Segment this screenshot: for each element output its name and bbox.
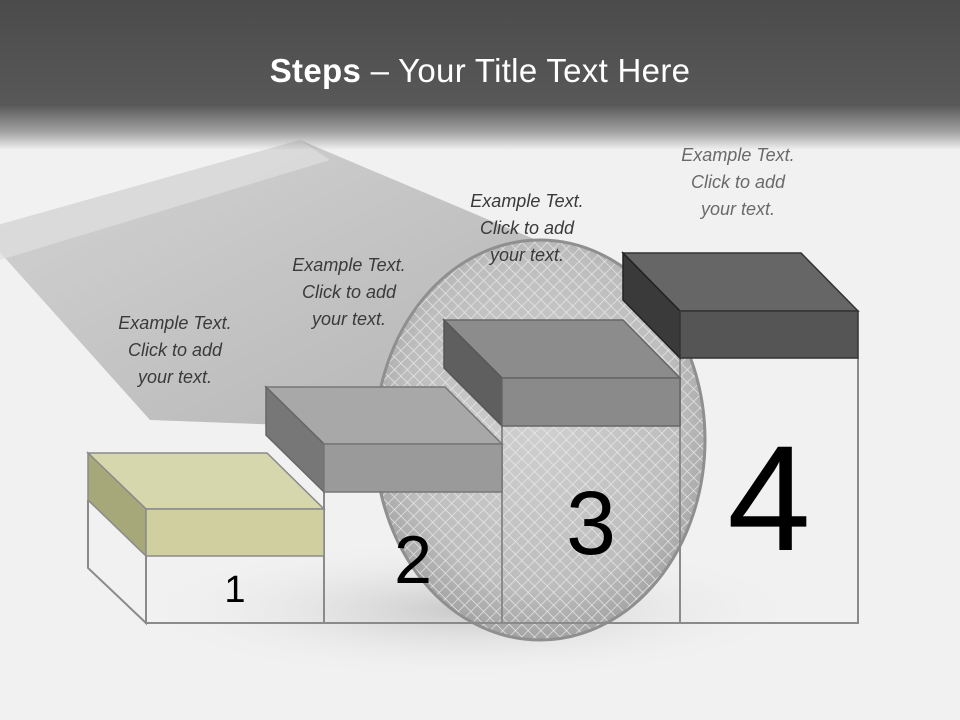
step-1-number: 1 (224, 569, 246, 611)
step-2-number: 2 (394, 522, 432, 598)
step-1-text-line1: Example Text. (118, 313, 232, 333)
step-3-block (442, 318, 682, 428)
title-rest: – Your Title Text Here (361, 52, 691, 89)
step-3-front (501, 377, 681, 427)
step-4-text[interactable]: Example Text. Click to add your text. (648, 142, 828, 223)
step-4-number: 4 (727, 414, 811, 582)
column-4-front (679, 358, 859, 624)
step-4-text-line1: Example Text. (681, 145, 795, 165)
step-3-text-line2: Click to add (479, 218, 575, 238)
step-4-block (621, 251, 860, 360)
step-2-text-line2: Click to add (301, 282, 397, 302)
step-3-text[interactable]: Example Text. Click to add your text. (437, 188, 617, 269)
step-3-number: 3 (565, 474, 617, 574)
step-1-text[interactable]: Example Text. Click to add your text. (85, 310, 265, 391)
step-1-block (86, 451, 326, 558)
step-2-text[interactable]: Example Text. Click to add your text. (259, 252, 439, 333)
step-4-text-line2: Click to add (690, 172, 786, 192)
step-1-text-line2: Click to add (127, 340, 223, 360)
step-3-text-line1: Example Text. (470, 191, 584, 211)
title-bar (0, 0, 960, 150)
step-2-front (323, 443, 503, 493)
step-2-block (264, 385, 504, 494)
step-3-text-line3: your text. (489, 245, 565, 265)
step-2-text-line1: Example Text. (292, 255, 406, 275)
step-4-text-line3: your text. (700, 199, 776, 219)
step-4-front (679, 310, 859, 359)
step-1-text-line3: your text. (137, 367, 213, 387)
slide-title[interactable]: Steps – Your Title Text Here (0, 52, 960, 90)
step-2-text-line3: your text. (311, 309, 387, 329)
step-1-front (145, 508, 325, 557)
title-bold: Steps (269, 52, 362, 89)
